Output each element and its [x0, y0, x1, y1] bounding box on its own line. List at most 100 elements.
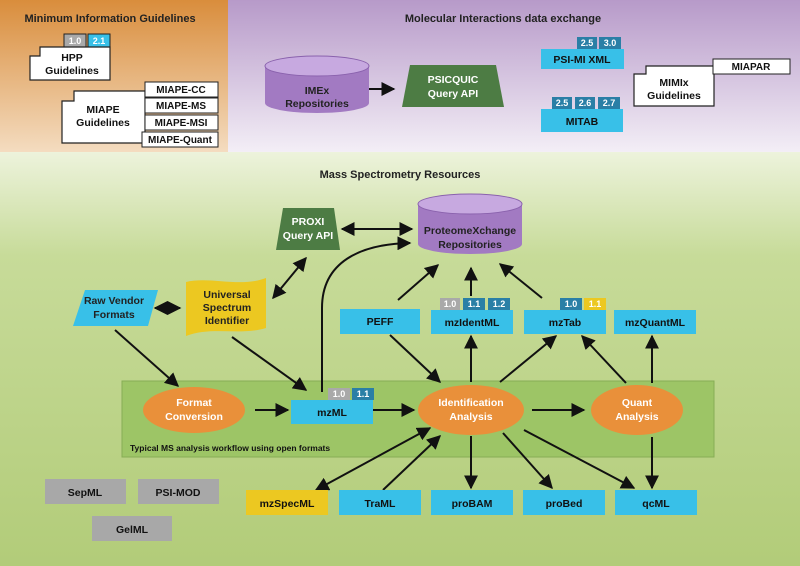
mitab-version-badge-2 — [575, 97, 595, 109]
mztab-format[interactable]: 1.0 1.1 mzTab — [524, 298, 606, 334]
probam-box — [431, 490, 513, 515]
arrow-peff-pxc — [397, 264, 440, 301]
hpp-card — [29, 46, 111, 81]
mzquantml-format[interactable]: mzQuantML — [614, 310, 696, 334]
mzspecml-format[interactable]: mzSpecML — [246, 490, 328, 515]
mztab-box — [524, 310, 606, 334]
psi-mi-xml-format[interactable]: 2.5 3.0 PSI-MI XML — [541, 37, 624, 69]
psimi-version-badge-1 — [577, 37, 597, 49]
miape-module-msi: MIAPE-MSI — [155, 118, 208, 129]
identification-analysis-step[interactable]: Identification Analysis — [418, 385, 524, 435]
arrow-usi-mzml — [231, 336, 308, 391]
miape-quant-tab[interactable] — [141, 131, 219, 148]
pxc-line1: ProteomeXchange — [424, 225, 516, 237]
hpp-line2: Guidelines — [45, 65, 99, 77]
usi-line1: Universal — [203, 289, 250, 301]
raw-vendor-line2: Formats — [93, 309, 135, 321]
mitab-format[interactable]: 2.5 2.6 2.7 MITAB — [541, 97, 623, 132]
psi-mod-box — [138, 479, 219, 504]
proxi-line1: PROXI — [292, 216, 325, 228]
mi-exchange-title: Molecular Interactions data exchange — [405, 13, 601, 25]
arrow-quant-mztab — [581, 334, 627, 384]
psimi-label: PSI-MI XML — [553, 54, 611, 66]
mzidentml-format[interactable]: 1.0 1.1 1.2 mzIdentML — [431, 298, 513, 334]
usi-line2: Spectrum — [203, 302, 251, 314]
quant-line2: Analysis — [615, 411, 658, 423]
psicquic-shape — [402, 65, 504, 107]
probed-format[interactable]: proBed — [523, 490, 605, 515]
mztab-version-1: 1.0 — [565, 299, 578, 309]
imex-line2: Repositories — [285, 98, 349, 110]
psicquic-line1: PSICQUIC — [428, 74, 479, 86]
miape-module-cc: MIAPE-CC — [156, 85, 205, 96]
hpp-version-1: 1.0 — [69, 36, 82, 46]
mzident-version-3: 1.2 — [493, 299, 506, 309]
peff-box — [340, 309, 420, 334]
mitab-version-1: 2.5 — [556, 98, 569, 108]
mztab-label: mzTab — [549, 317, 581, 329]
peff-format[interactable]: PEFF — [340, 309, 420, 334]
arrow-mztab-pxc — [498, 263, 543, 299]
miape-module-quant: MIAPE-Quant — [148, 135, 213, 146]
psi-mod-format[interactable]: PSI-MOD — [138, 479, 219, 504]
mimix-guidelines[interactable]: MIMIx Guidelines MIAPAR — [633, 58, 791, 107]
imex-cylinder-body — [265, 66, 369, 113]
arrow-raw-conversion — [114, 329, 180, 387]
format-conversion-ellipse — [143, 387, 245, 433]
psicquic-api[interactable]: PSICQUIC Query API — [402, 65, 504, 107]
mztab-version-badge-2 — [584, 298, 606, 310]
mzml-format[interactable]: 1.0 1.1 mzML — [291, 388, 374, 424]
psimi-version-badge-2 — [599, 37, 621, 49]
min-info-title: Minimum Information Guidelines — [24, 13, 195, 25]
arrow-identification-mzspec — [314, 427, 432, 491]
psimi-version-2: 3.0 — [604, 38, 617, 48]
quant-analysis-step[interactable]: Quant Analysis — [591, 385, 683, 435]
miape-module-ms: MIAPE-MS — [156, 101, 206, 112]
quant-line1: Quant — [622, 397, 653, 409]
mzquant-label: mzQuantML — [625, 317, 686, 329]
mitab-version-badge-3 — [598, 97, 620, 109]
imex-repositories[interactable]: IMEx Repositories — [264, 55, 370, 113]
mzml-version-1: 1.0 — [333, 389, 346, 399]
mitab-label: MITAB — [566, 116, 599, 128]
mzml-version-badge-1 — [328, 388, 350, 400]
mzspecml-label: mzSpecML — [260, 498, 315, 510]
mimix-line2: Guidelines — [647, 90, 701, 102]
proxi-api[interactable]: PROXI Query API — [276, 208, 340, 250]
psicquic-line2: Query API — [428, 88, 478, 100]
miapar-tab[interactable] — [712, 58, 791, 75]
gelml-format[interactable]: GelML — [92, 516, 172, 541]
arrow-mzml-pxc — [321, 236, 412, 392]
miapar-label: MIAPAR — [732, 62, 771, 73]
arrow-peff-identification — [389, 334, 442, 383]
gelml-label: GelML — [116, 524, 149, 536]
arrow-identification-probed — [502, 432, 553, 490]
miape-ms-tab[interactable] — [144, 97, 219, 114]
hpp-guidelines[interactable]: 1.0 2.1 HPP Guidelines — [29, 33, 111, 81]
mzspecml-box — [246, 490, 328, 515]
hpp-line1: HPP — [61, 52, 83, 64]
traml-format[interactable]: TraML — [339, 490, 421, 515]
psimi-box — [541, 49, 624, 69]
format-conversion-step[interactable]: Format Conversion — [143, 387, 245, 433]
mzident-version-2: 1.1 — [468, 299, 481, 309]
imex-cylinder-top — [264, 55, 370, 77]
mztab-version-badge-1 — [560, 298, 582, 310]
universal-spectrum-identifier[interactable]: Universal Spectrum Identifier — [186, 278, 266, 336]
proxi-line2: Query API — [283, 230, 333, 242]
miape-msi-tab[interactable] — [144, 114, 219, 131]
miape-cc-tab[interactable] — [144, 81, 219, 98]
raw-vendor-formats[interactable]: Raw Vendor Formats — [73, 290, 158, 326]
ms-resources-title: Mass Spectrometry Resources — [320, 169, 481, 181]
qcml-format[interactable]: qcML — [615, 490, 697, 515]
mzident-box — [431, 310, 513, 334]
sepml-format[interactable]: SepML — [45, 479, 126, 504]
proteomexchange-repositories[interactable]: ProteomeXchange Repositories — [417, 193, 523, 254]
mztab-version-2: 1.1 — [589, 299, 602, 309]
probam-format[interactable]: proBAM — [431, 490, 513, 515]
miape-guidelines[interactable]: MIAPE Guidelines MIAPE-CC MIAPE-MS MIAPE… — [61, 81, 219, 148]
format-conversion-line1: Format — [176, 397, 212, 409]
mzident-version-badge-1 — [440, 298, 460, 310]
usi-line3: Identifier — [205, 315, 249, 327]
